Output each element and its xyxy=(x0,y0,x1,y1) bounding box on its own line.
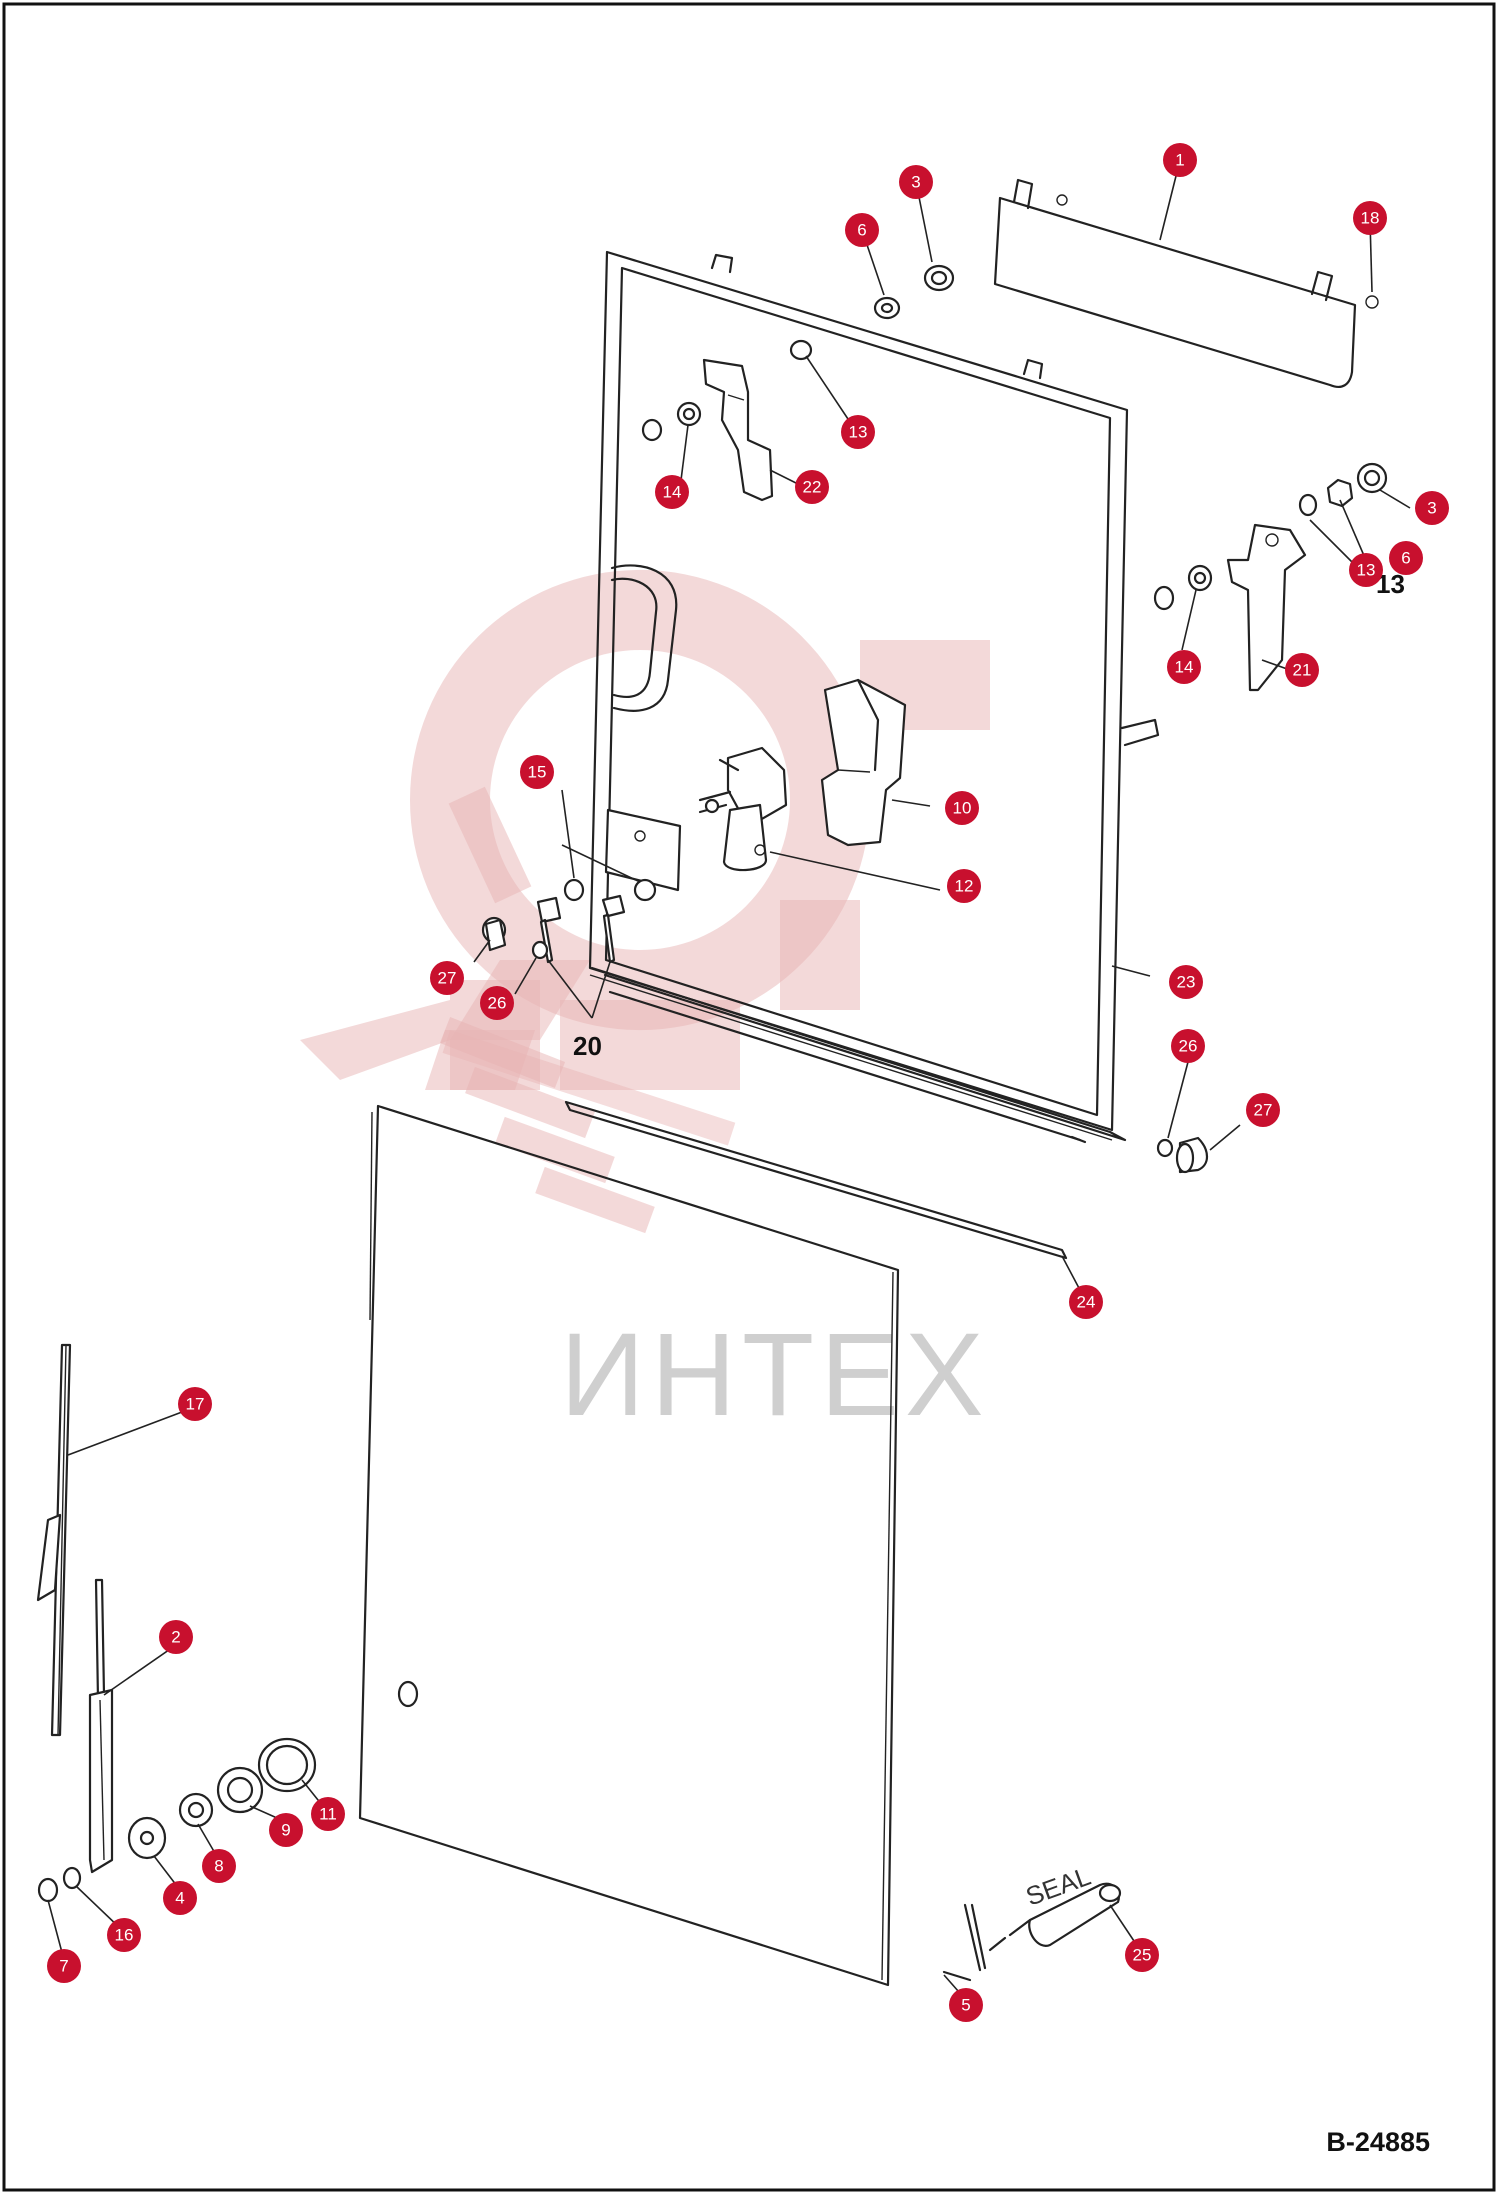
callout-marker[interactable]: 10 xyxy=(945,791,979,825)
svg-text:5: 5 xyxy=(961,1996,970,2015)
watermark-text: ИНТЕХ xyxy=(560,1309,990,1441)
svg-text:6: 6 xyxy=(857,221,866,240)
svg-text:16: 16 xyxy=(115,1926,134,1945)
svg-text:20: 20 xyxy=(573,1031,602,1061)
callout-marker[interactable]: 13 xyxy=(1349,553,1383,587)
svg-text:15: 15 xyxy=(528,763,547,782)
hardware-right xyxy=(1153,462,1388,692)
svg-text:10: 10 xyxy=(953,799,972,818)
callout-marker[interactable]: 12 xyxy=(947,869,981,903)
callout-marker[interactable]: 27 xyxy=(1246,1093,1280,1127)
watermark-logo: ИНТЕХ xyxy=(300,569,990,1441)
svg-text:1: 1 xyxy=(1175,151,1184,170)
callout-marker[interactable]: 6 xyxy=(845,213,879,247)
callout-marker[interactable]: 8 xyxy=(202,1849,236,1883)
svg-text:21: 21 xyxy=(1293,661,1312,680)
callout-marker[interactable]: 24 xyxy=(1069,1285,1103,1319)
wiper-bushings xyxy=(37,1737,317,1903)
callout-marker[interactable]: 13 xyxy=(841,415,875,449)
svg-text:26: 26 xyxy=(1179,1037,1198,1056)
callout-marker[interactable]: 18 xyxy=(1353,201,1387,235)
seal-tube: SEAL xyxy=(942,1861,1122,1982)
svg-text:22: 22 xyxy=(803,478,822,497)
callout-marker[interactable]: 3 xyxy=(899,165,933,199)
wiper-motor-assembly xyxy=(698,678,907,872)
wiper-assembly xyxy=(36,1343,114,1874)
callout-marker[interactable]: 14 xyxy=(1167,650,1201,684)
callout-marker[interactable]: 27 xyxy=(430,961,464,995)
svg-text:6: 6 xyxy=(1401,549,1410,568)
svg-text:14: 14 xyxy=(663,483,682,502)
svg-text:13: 13 xyxy=(1357,561,1376,580)
callout-marker[interactable]: 21 xyxy=(1285,653,1319,687)
hardware-top xyxy=(641,264,955,442)
callout-marker[interactable]: 25 xyxy=(1125,1938,1159,1972)
svg-text:12: 12 xyxy=(955,877,974,896)
svg-text:9: 9 xyxy=(281,1821,290,1840)
watermark-stripes xyxy=(439,1016,655,1234)
svg-text:14: 14 xyxy=(1175,658,1194,677)
svg-text:18: 18 xyxy=(1361,209,1380,228)
callout-marker[interactable]: 17 xyxy=(178,1387,212,1421)
callout-marker[interactable]: 11 xyxy=(311,1797,345,1831)
callout-marker[interactable]: 1 xyxy=(1163,143,1197,177)
svg-text:24: 24 xyxy=(1077,1293,1096,1312)
svg-text:27: 27 xyxy=(1254,1101,1273,1120)
callout-marker[interactable]: 6 xyxy=(1389,541,1423,575)
svg-text:8: 8 xyxy=(214,1857,223,1876)
callout-marker[interactable]: 2 xyxy=(159,1620,193,1654)
svg-text:25: 25 xyxy=(1133,1946,1152,1965)
svg-text:2: 2 xyxy=(171,1628,180,1647)
hardware-lower-right xyxy=(1156,1136,1209,1174)
svg-text:23: 23 xyxy=(1177,973,1196,992)
svg-text:13: 13 xyxy=(849,423,868,442)
callout-marker[interactable]: 15 xyxy=(520,755,554,789)
drawing-code: B-24885 xyxy=(1326,2127,1430,2157)
svg-text:4: 4 xyxy=(175,1889,184,1908)
svg-text:17: 17 xyxy=(186,1395,205,1414)
callout-marker[interactable]: 16 xyxy=(107,1918,141,1952)
svg-text:26: 26 xyxy=(488,994,507,1013)
callout-marker[interactable]: 4 xyxy=(163,1881,197,1915)
hardware-lower-left xyxy=(481,878,657,964)
callout-marker[interactable]: 5 xyxy=(949,1988,983,2022)
callout-marker[interactable]: 23 xyxy=(1169,965,1203,999)
latch-bracket-22 xyxy=(702,358,774,502)
svg-text:27: 27 xyxy=(438,969,457,988)
svg-text:3: 3 xyxy=(911,173,920,192)
svg-text:3: 3 xyxy=(1427,499,1436,518)
callout-marker[interactable]: 3 xyxy=(1415,491,1449,525)
svg-text:11: 11 xyxy=(319,1805,337,1824)
svg-text:7: 7 xyxy=(59,1957,68,1976)
callout-marker[interactable]: 26 xyxy=(480,986,514,1020)
callout-markers: 1 3 6 18 13 14 22 3 6 13 14 21 15 10 12 … xyxy=(47,143,1449,2022)
door-frame xyxy=(588,250,1160,1144)
seal-strip xyxy=(564,1100,1068,1260)
callout-marker[interactable]: 22 xyxy=(795,470,829,504)
callout-marker[interactable]: 14 xyxy=(655,475,689,509)
callout-marker[interactable]: 7 xyxy=(47,1949,81,1983)
sun-visor-plate xyxy=(993,178,1379,388)
glass-panel xyxy=(358,1104,900,1987)
callout-marker[interactable]: 26 xyxy=(1171,1029,1205,1063)
callout-marker[interactable]: 9 xyxy=(269,1813,303,1847)
